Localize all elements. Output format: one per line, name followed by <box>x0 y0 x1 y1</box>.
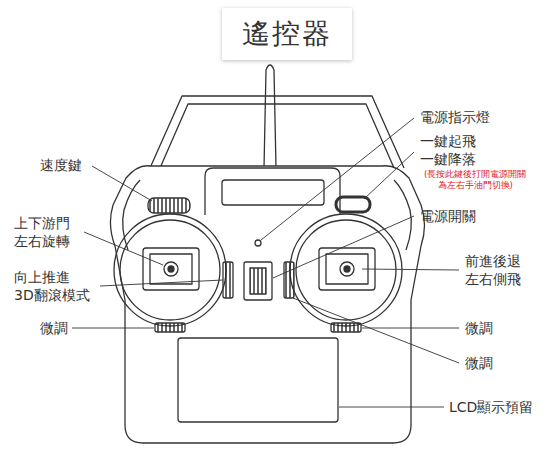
body-edge <box>394 180 411 250</box>
callout-label: LCD顯示預留 <box>449 398 533 416</box>
trim-switch <box>331 323 361 332</box>
lcd-area <box>178 338 338 422</box>
stick <box>164 262 178 276</box>
stick-well <box>120 220 220 320</box>
callout-label: 微調 <box>465 319 493 337</box>
callout-label: 速度鍵 <box>40 156 82 174</box>
stick-gimbal <box>150 254 192 284</box>
stick-well <box>114 214 226 326</box>
stick-well <box>290 214 402 326</box>
leader-line <box>273 216 414 278</box>
trim-switch <box>155 323 185 332</box>
body-edge <box>123 180 140 250</box>
leader-line <box>362 328 459 329</box>
callout-label: 微調 <box>40 319 68 337</box>
callout-label: 一鍵起飛 一鍵降落 <box>420 132 476 168</box>
power-switch <box>244 262 272 300</box>
handle-inner <box>160 104 394 168</box>
speed-key <box>148 198 190 213</box>
leader-lines <box>72 118 459 407</box>
leader-line <box>100 280 223 286</box>
note-text: (長按此鍵後打開電源開關 為左右手油門切換) <box>424 169 526 191</box>
stick <box>168 266 174 272</box>
callout-label: 電源開關 <box>420 207 476 225</box>
leader-line <box>364 152 414 199</box>
leader-line <box>84 232 163 265</box>
leader-line <box>261 118 414 240</box>
body <box>110 166 424 443</box>
leader-line <box>92 166 152 201</box>
title-box: 遙控器 <box>222 8 352 60</box>
stick <box>344 266 350 272</box>
stick-gimbal <box>326 254 368 284</box>
trim-switch <box>223 262 233 298</box>
stick <box>340 262 354 276</box>
leader-line <box>72 328 154 329</box>
leader-line <box>339 407 444 408</box>
trim-switch <box>284 262 294 298</box>
callout-label: 向上推進 3D翻滾模式 <box>14 268 90 304</box>
leader-line <box>362 269 459 270</box>
takeoff-key <box>336 197 370 212</box>
power-indicator <box>255 240 261 246</box>
top-panel <box>205 168 340 215</box>
page-title: 遙控器 <box>242 15 332 53</box>
handle <box>150 96 404 168</box>
callout-label: 前進後退 左右側飛 <box>465 252 521 288</box>
callout-label: 微調 <box>465 354 493 372</box>
callout-label: 電源指示燈 <box>420 108 490 126</box>
top-window <box>222 180 324 205</box>
leader-line <box>293 298 459 363</box>
callout-label: 上下游門 左右旋轉 <box>14 214 70 250</box>
power-switch <box>250 268 266 294</box>
antenna <box>264 65 276 168</box>
